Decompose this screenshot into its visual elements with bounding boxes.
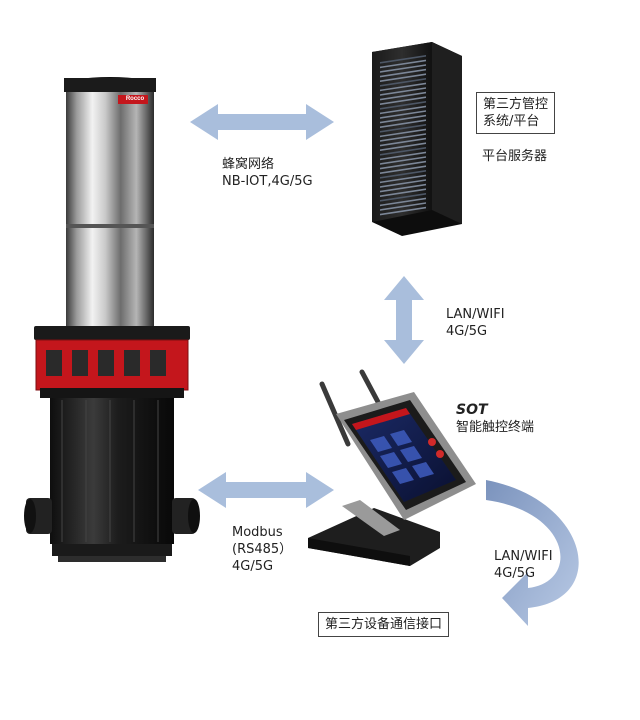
rack-unit-line	[380, 137, 426, 147]
link-top-label: 蜂窝网络 NB-IOT,4G/5G	[222, 156, 313, 190]
rack-unit-line	[380, 142, 426, 151]
touch-terminal-illustration	[308, 369, 476, 566]
link-mid-line2: 4G/5G	[446, 324, 488, 339]
bollard-logo: Rocco	[125, 96, 145, 102]
rack-unit-line	[380, 183, 426, 193]
rack-unit-line	[380, 128, 426, 138]
link-top-line1: 蜂窝网络	[222, 157, 275, 172]
rack-unit-line	[380, 124, 426, 133]
server-label: 平台服务器	[482, 149, 548, 164]
rack-unit-line	[380, 96, 426, 105]
rack-unit-line	[380, 110, 426, 119]
terminal-name: 智能触控终端	[456, 420, 535, 435]
arrow-bollard-terminal	[198, 472, 334, 508]
rack-unit-line	[380, 101, 426, 110]
rack-unit-line	[380, 87, 426, 96]
rack-unit-line	[380, 68, 426, 78]
rack-unit-line	[380, 147, 426, 156]
bollard-illustration	[24, 77, 200, 562]
rack-unit-line	[380, 179, 426, 188]
rack-unit-line	[380, 156, 426, 165]
rack-unit-line	[380, 64, 426, 73]
rack-unit-line	[380, 59, 426, 69]
arrow-server-terminal	[384, 276, 424, 364]
link-mid-label: LAN/WIFI 4G/5G	[446, 306, 505, 340]
rack-unit-line	[380, 193, 426, 202]
rack-unit-line	[380, 91, 426, 101]
rack-unit-line	[380, 165, 426, 174]
terminal-brand: SOT	[456, 402, 488, 418]
rack-unit-line	[380, 78, 426, 87]
link-left-line2: (RS485）	[232, 542, 293, 557]
server-rack-illustration	[372, 42, 462, 236]
arrow-bollard-server	[190, 104, 334, 140]
link-left-line3: 4G/5G	[232, 559, 274, 574]
link-right-line1: LAN/WIFI	[494, 549, 553, 564]
rack-unit-line	[380, 206, 426, 216]
device-interface-box: 第三方设备通信接口	[318, 612, 450, 637]
terminal-label: SOT 智能触控终端	[456, 402, 534, 436]
rack-unit-line	[380, 133, 426, 142]
rack-unit-line	[380, 73, 426, 82]
rack-unit-line	[380, 114, 426, 124]
rack-unit-line	[380, 174, 426, 184]
rack-unit-line	[380, 188, 426, 197]
rack-unit-line	[380, 170, 426, 179]
link-left-label: Modbus (RS485） 4G/5G	[232, 524, 292, 575]
link-right-label: LAN/WIFI 4G/5G	[494, 548, 553, 582]
link-top-line2: NB-IOT,4G/5G	[222, 174, 313, 189]
platform-box-line2: 系统/平台	[483, 114, 540, 129]
rack-unit-line	[380, 197, 426, 207]
rack-unit-line	[380, 119, 426, 128]
rack-unit-line	[380, 151, 426, 161]
platform-box: 第三方管控 系统/平台	[476, 92, 556, 134]
rack-unit-line	[380, 202, 426, 211]
link-left-line1: Modbus	[232, 525, 283, 540]
link-right-line2: 4G/5G	[494, 566, 536, 581]
rack-unit-line	[380, 82, 426, 92]
link-mid-line1: LAN/WIFI	[446, 307, 505, 322]
rack-unit-line	[380, 55, 426, 64]
platform-box-line1: 第三方管控	[483, 97, 549, 112]
arrow-terminal-device	[486, 480, 579, 626]
rack-unit-line	[380, 105, 426, 115]
rack-unit-line	[380, 160, 426, 170]
